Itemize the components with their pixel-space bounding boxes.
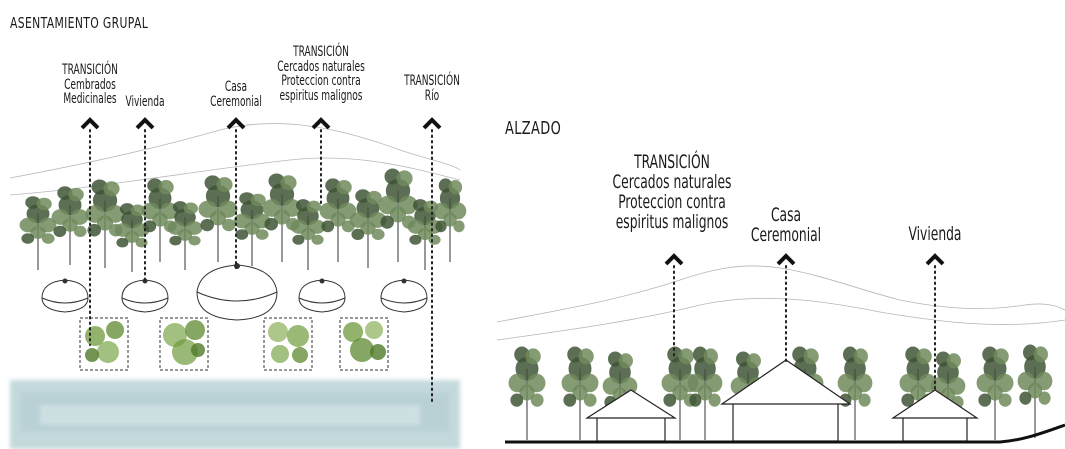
left-panel-title: ASENTAMIENTO GRUPAL — [10, 14, 149, 32]
left-panel — [9, 117, 467, 449]
hut-left-2 — [121, 278, 169, 313]
tree — [198, 175, 238, 262]
label-transicion-rio: TRANSICIÓN Río — [404, 73, 460, 104]
tree — [349, 189, 387, 268]
left-huts — [41, 263, 428, 321]
left-chevrons — [80, 117, 442, 130]
tree — [167, 201, 203, 270]
chevron-up-icon — [311, 117, 331, 130]
tree — [930, 351, 966, 440]
right-chevrons — [664, 253, 945, 266]
right-tree-band — [508, 344, 1053, 440]
right-panel-title: ALZADO — [505, 118, 562, 139]
tree — [141, 178, 179, 262]
label-transicion-cercados-right: TRANSICIÓN Cercados naturales Proteccion… — [612, 151, 732, 233]
river-area — [10, 380, 460, 449]
tree — [433, 178, 467, 262]
house-elevation-left — [584, 389, 678, 442]
tree — [1017, 344, 1053, 438]
tree — [19, 196, 57, 270]
right-guide-lines — [673, 265, 936, 393]
chevron-up-icon — [776, 253, 796, 266]
garden-plot-2 — [159, 317, 209, 371]
label-transicion-cembrados: TRANSICIÓN Cembrados Medicinales — [62, 62, 118, 108]
tree — [508, 346, 546, 440]
right-panel — [496, 253, 1065, 444]
tree — [85, 179, 125, 268]
label-casa-ceremonial-left: Casa Ceremonial — [210, 79, 262, 110]
tree — [661, 346, 699, 440]
hut-left-1 — [41, 278, 89, 313]
hut-left-3 — [298, 278, 346, 313]
chevron-up-icon — [80, 117, 100, 130]
tree — [51, 186, 89, 265]
chevron-up-icon — [135, 117, 155, 130]
garden-plot-1 — [79, 317, 129, 371]
casa-ceremonial-elevation — [720, 359, 852, 442]
chevron-up-icon — [226, 117, 246, 130]
garden-plot-4 — [339, 317, 389, 371]
tree — [837, 346, 873, 440]
tree — [114, 203, 150, 272]
chevron-up-icon — [422, 117, 442, 130]
hut-left-4 — [380, 278, 428, 313]
tree — [561, 346, 599, 440]
tree — [319, 178, 357, 262]
label-casa-ceremonial-right: Casa Ceremonial — [750, 204, 822, 246]
garden-plot-3 — [263, 317, 313, 371]
chevron-up-icon — [925, 253, 945, 266]
label-vivienda-right: Vivienda — [908, 223, 962, 245]
label-transicion-cercados-left: TRANSICIÓN Cercados naturales Proteccion… — [277, 44, 365, 105]
right-hill-lines — [496, 265, 1065, 341]
tree — [687, 346, 723, 440]
casa-ceremonial-top-view — [196, 263, 278, 321]
tree — [976, 346, 1014, 440]
chevron-up-icon — [664, 253, 684, 266]
left-guide-lines — [89, 129, 433, 406]
label-vivienda-left: Vivienda — [125, 94, 165, 110]
tree — [290, 199, 326, 270]
ground-line — [505, 423, 1065, 444]
hill-lines — [9, 123, 461, 196]
left-tree-band — [19, 168, 467, 272]
right-houses — [584, 359, 979, 442]
left-gardens — [79, 317, 389, 371]
house-elevation-right — [891, 389, 979, 442]
